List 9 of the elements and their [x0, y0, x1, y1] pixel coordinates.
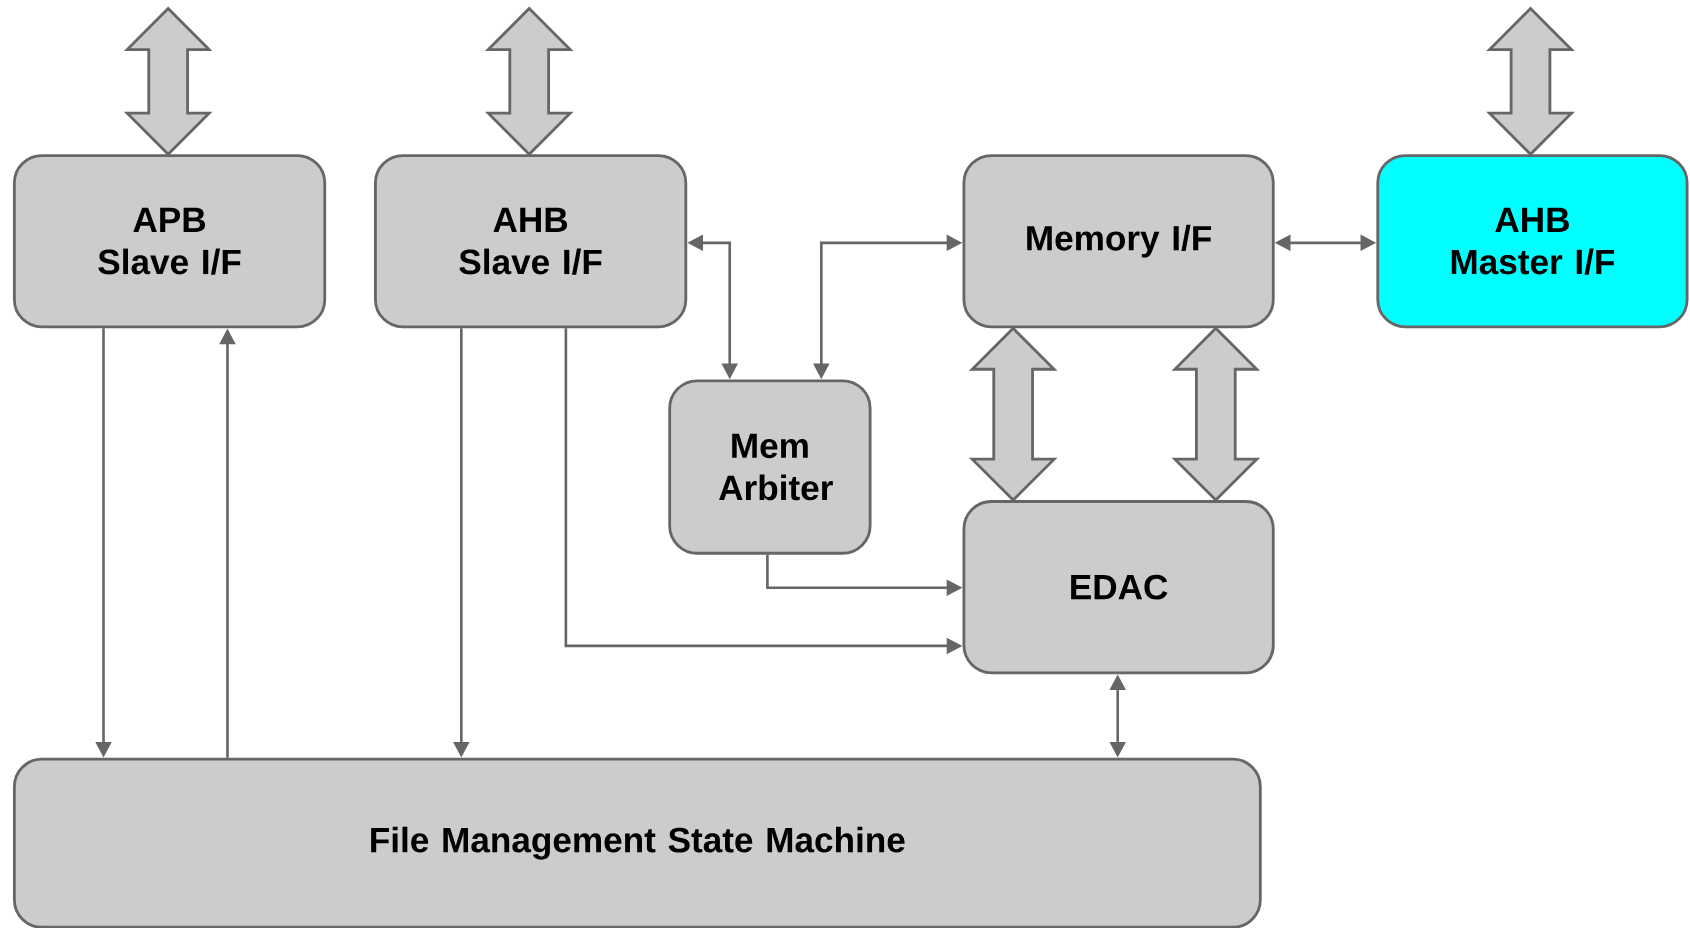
block-box: APB Slave I/F: [12, 154, 327, 329]
block-arrow: [968, 326, 1058, 503]
block-box: EDAC: [962, 500, 1275, 675]
block-box: Mem Arbiter: [668, 379, 872, 555]
block-box: AHB Master I/F: [1376, 154, 1689, 329]
block-box: Memory I/F: [962, 154, 1275, 329]
block-arrow: [1171, 326, 1261, 503]
block-box: File Management State Machine: [12, 757, 1262, 928]
block-box: AHB Slave I/F: [374, 154, 688, 329]
